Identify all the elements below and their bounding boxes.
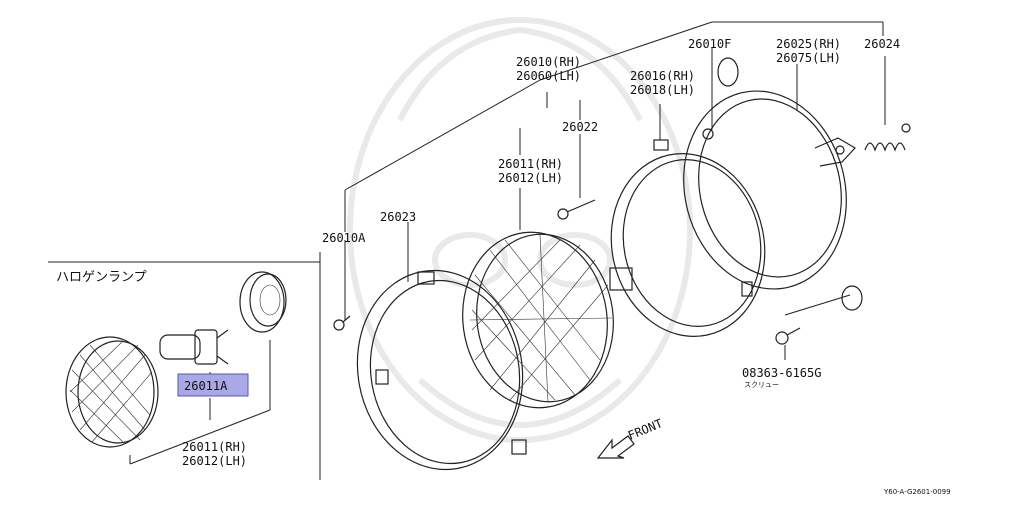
reference-code: Y60-A-G2601-0099 <box>883 488 951 496</box>
label-26022: 26022 <box>562 120 598 134</box>
label-26018-lh: 26018(LH) <box>630 83 695 97</box>
highlight-box-26011A[interactable] <box>177 373 249 397</box>
label-inset-26011-rh: 26011(RH) <box>182 440 247 454</box>
label-26010-rh: 26010(RH) <box>516 55 581 69</box>
label-26010A: 26010A <box>322 231 366 245</box>
inset-title: ハロゲンランプ <box>56 270 147 285</box>
leader-lines <box>344 21 886 360</box>
part-08363-screw <box>775 327 801 345</box>
label-26060-lh: 26060(LH) <box>516 69 581 83</box>
part-26011-sealed-beam <box>462 231 633 409</box>
label-26012-lh: 26012(LH) <box>498 171 563 185</box>
inset-socket-cap <box>239 271 287 333</box>
label-inset-26012-lh: 26012(LH) <box>182 454 247 468</box>
label-26025-rh: 26025(RH) <box>776 37 841 51</box>
label-front: FRONT <box>626 416 665 443</box>
part-26023-retaining-ring <box>356 269 527 471</box>
label-26011-rh: 26011(RH) <box>498 157 563 171</box>
label-26023: 26023 <box>380 210 416 224</box>
label-26075-lh: 26075(LH) <box>776 51 841 65</box>
label-26011A[interactable]: 26011A <box>184 379 228 393</box>
label-08363-6165G: 08363-6165G <box>742 366 821 380</box>
inset-frame <box>48 252 321 480</box>
part-26024-spring <box>864 123 911 152</box>
label-26024: 26024 <box>864 37 900 51</box>
label-26010F: 26010F <box>688 37 731 51</box>
label-26016-rh: 26016(RH) <box>630 69 695 83</box>
part-26016-mounting-ring <box>610 139 766 337</box>
part-26010A-screw <box>333 315 351 331</box>
label-screw-note: スクリュー <box>744 381 779 389</box>
inset-beam-unit <box>65 336 159 448</box>
part-26025-housing <box>683 57 863 311</box>
inset-halogen-bulb <box>159 329 229 365</box>
front-arrow-icon <box>596 435 635 459</box>
part-26022-screw <box>557 199 596 220</box>
